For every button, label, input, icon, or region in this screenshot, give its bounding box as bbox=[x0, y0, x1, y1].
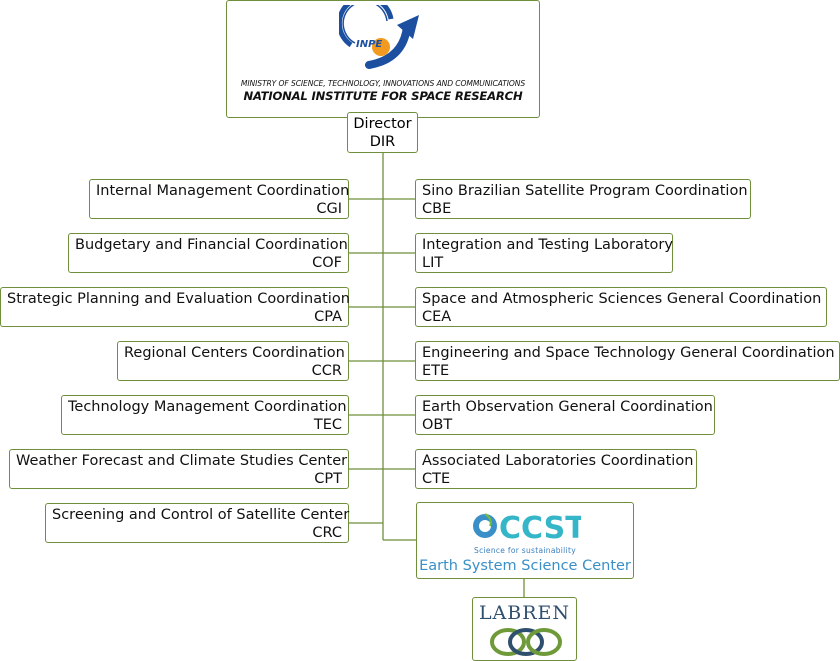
unit-name: Associated Laboratories Coordination bbox=[422, 453, 694, 469]
unit-cbe: Sino Brazilian Satellite Program Coordin… bbox=[415, 179, 751, 219]
ccst-tagline: Science for sustainability bbox=[474, 546, 576, 555]
unit-obt: Earth Observation General Coordination O… bbox=[415, 395, 715, 435]
unit-crc: Screening and Control of Satellite Cente… bbox=[45, 503, 349, 543]
unit-cgi: Internal Management Coordination CGI bbox=[89, 179, 349, 219]
unit-abbr: CGI bbox=[316, 201, 342, 217]
unit-cpa: Strategic Planning and Evaluation Coordi… bbox=[0, 287, 350, 327]
unit-ccr: Regional Centers Coordination CCR bbox=[117, 341, 349, 381]
director-title: Director bbox=[353, 116, 412, 132]
unit-abbr: TEC bbox=[313, 417, 342, 433]
unit-name: Regional Centers Coordination bbox=[124, 345, 345, 361]
unit-abbr: CPA bbox=[314, 309, 342, 325]
ministry-name: MINISTRY OF SCIENCE, TECHNOLOGY, INNOVAT… bbox=[240, 79, 526, 88]
unit-cte: Associated Laboratories Coordination CTE bbox=[415, 449, 697, 489]
unit-abbr: COF bbox=[312, 255, 342, 271]
inpe-logo-text: INPE bbox=[356, 39, 382, 50]
unit-name: Integration and Testing Laboratory bbox=[422, 237, 673, 253]
ccst-logo-text: CCST bbox=[499, 511, 581, 545]
unit-name: Budgetary and Financial Coordination bbox=[75, 237, 348, 253]
unit-abbr: CBE bbox=[422, 201, 452, 217]
unit-name: Screening and Control of Satellite Cente… bbox=[52, 507, 350, 523]
director-box: Director DIR bbox=[347, 112, 418, 153]
unit-abbr: CRC bbox=[312, 525, 342, 541]
unit-cea: Space and Atmospheric Sciences General C… bbox=[415, 287, 827, 327]
inpe-header: INPE MINISTRY OF SCIENCE, TECHNOLOGY, IN… bbox=[226, 0, 540, 118]
labren-box: LABREN bbox=[472, 597, 577, 661]
unit-abbr: LIT bbox=[422, 255, 444, 271]
unit-name: Engineering and Space Technology General… bbox=[422, 345, 835, 361]
ccst-logo-icon: CCST bbox=[473, 511, 581, 545]
inpe-logo-icon: INPE bbox=[339, 5, 419, 69]
unit-abbr: CEA bbox=[422, 309, 452, 325]
unit-name: Technology Management Coordination bbox=[68, 399, 347, 415]
unit-lit: Integration and Testing Laboratory LIT bbox=[415, 233, 673, 273]
unit-abbr: CCR bbox=[311, 363, 342, 379]
institute-name: NATIONAL INSTITUTE FOR SPACE RESEARCH bbox=[243, 89, 523, 103]
unit-name: Space and Atmospheric Sciences General C… bbox=[422, 291, 822, 307]
labren-logo-text: LABREN bbox=[478, 602, 571, 624]
ccst-name: Earth System Science Center bbox=[419, 558, 631, 574]
unit-ete: Engineering and Space Technology General… bbox=[415, 341, 840, 381]
unit-cpt: Weather Forecast and Climate Studies Cen… bbox=[9, 449, 349, 489]
unit-cof: Budgetary and Financial Coordination COF bbox=[68, 233, 349, 273]
unit-name: Earth Observation General Coordination bbox=[422, 399, 713, 415]
unit-name: Sino Brazilian Satellite Program Coordin… bbox=[422, 183, 748, 199]
unit-tec: Technology Management Coordination TEC bbox=[61, 395, 349, 435]
unit-name: Internal Management Coordination bbox=[96, 183, 350, 199]
director-abbr: DIR bbox=[369, 134, 396, 150]
unit-abbr: CPT bbox=[314, 471, 342, 487]
unit-abbr: ETE bbox=[422, 363, 450, 379]
unit-name: Strategic Planning and Evaluation Coordi… bbox=[7, 291, 350, 307]
labren-rings-icon bbox=[490, 628, 562, 656]
ccst-box: CCST Science for sustainability Earth Sy… bbox=[416, 502, 634, 579]
unit-name: Weather Forecast and Climate Studies Cen… bbox=[16, 453, 348, 469]
unit-abbr: OBT bbox=[422, 417, 453, 433]
unit-abbr: CTE bbox=[422, 471, 451, 487]
